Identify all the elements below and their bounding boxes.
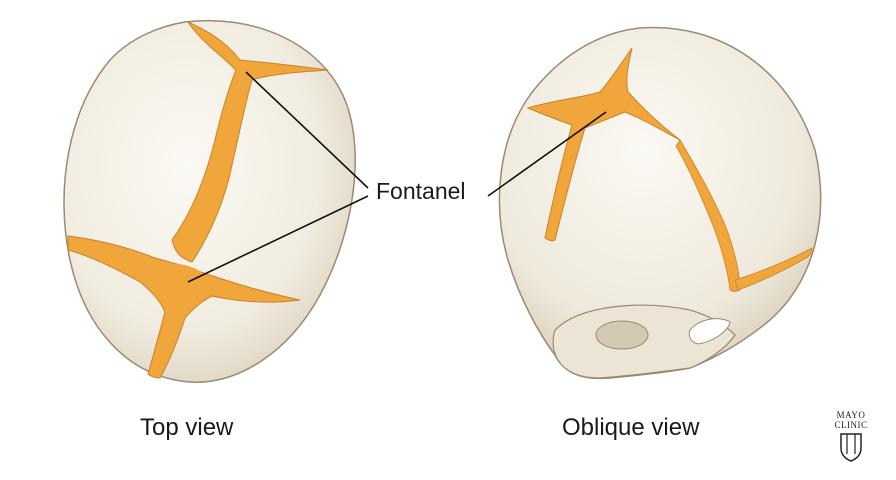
oblique-view-skull bbox=[498, 26, 822, 380]
top-anterior-fontanel bbox=[171, 20, 329, 263]
pointer-line-oblique bbox=[487, 111, 607, 197]
logo-line-2: CLINIC bbox=[834, 420, 868, 430]
oblique-temporal-opening bbox=[688, 318, 731, 345]
oblique-anterior-fontanel bbox=[526, 47, 681, 242]
shield-icon bbox=[840, 433, 862, 462]
oblique-posterior-suture bbox=[734, 247, 813, 291]
mayo-clinic-logo: MAYO CLINIC bbox=[826, 410, 876, 466]
pointer-line-top-anterior bbox=[245, 71, 369, 189]
oblique-view-caption: Oblique view bbox=[562, 414, 700, 441]
pointer-line-top-posterior bbox=[187, 195, 369, 283]
top-fontanel-spot bbox=[150, 263, 207, 308]
fontanel-label: Fontanel bbox=[376, 178, 466, 204]
top-view-caption: Top view bbox=[140, 414, 234, 441]
oblique-lateral-suture bbox=[675, 139, 741, 292]
logo-line-1: MAYO bbox=[836, 410, 866, 420]
fontanel-pointers bbox=[187, 71, 607, 283]
top-view-skull bbox=[63, 19, 356, 383]
oblique-orbit bbox=[595, 320, 649, 350]
